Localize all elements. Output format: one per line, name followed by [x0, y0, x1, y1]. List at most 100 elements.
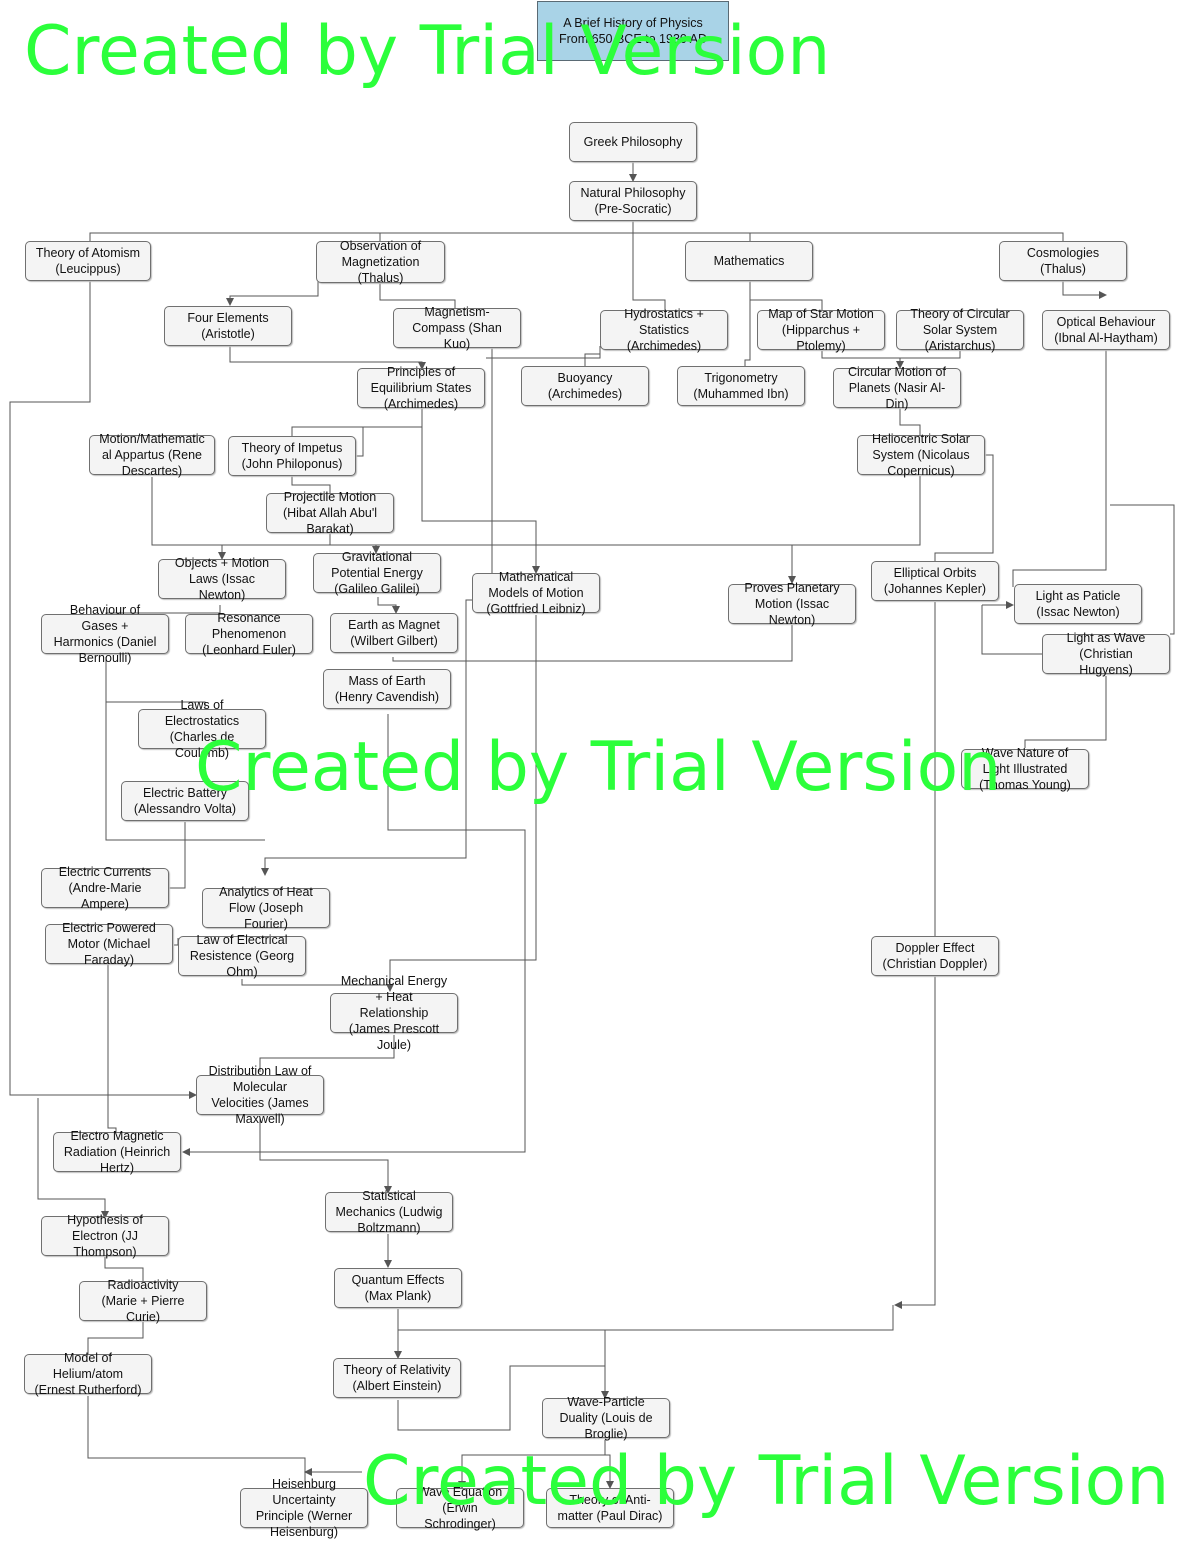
node-elliptical-orbits[interactable]: Elliptical Orbits (Johannes Kepler): [871, 561, 999, 601]
node-natural-philosophy[interactable]: Natural Philosophy (Pre-Socratic): [569, 181, 697, 221]
node-mathematics[interactable]: Mathematics: [685, 241, 813, 281]
node-hydrostatics[interactable]: Hydrostatics + Statistics (Archimedes): [600, 307, 728, 353]
node-label: Distribution Law of Molecular Velocities…: [208, 1064, 312, 1126]
node-electric-powered-motor[interactable]: Electric Powered Motor (Michael Faraday): [45, 921, 173, 967]
node-theory-of-antimatter[interactable]: Theory of Anti- matter (Paul Dirac): [546, 1488, 674, 1528]
node-heliocentric-solar-system[interactable]: Heliocentric Solar System (Nicolaus Cope…: [857, 432, 985, 478]
node-label: Principles of Equilibrium States (Archim…: [370, 365, 472, 411]
node-label: Mechanical Energy + Heat Relationship (J…: [340, 974, 448, 1052]
node-label: Optical Behaviour (Ibnal Al-Haytham): [1054, 315, 1158, 345]
node-greek-philosophy[interactable]: Greek Philosophy: [569, 122, 697, 162]
node-label: Theory of Atomism (Leucippus): [35, 246, 141, 276]
node-mathematical-models-of-motion[interactable]: Mathematical Models of Motion (Gottfried…: [472, 570, 600, 616]
node-hypothesis-of-electron[interactable]: Hypothesis of Electron (JJ Thompson): [41, 1213, 169, 1259]
node-label: Theory of Impetus (John Philoponus): [241, 441, 343, 471]
node-wave-particle-duality[interactable]: Wave-Particle Duality (Louis de Broglie): [542, 1395, 670, 1441]
node-label: Quantum Effects (Max Plank): [351, 1273, 445, 1303]
node-law-of-electrical-resistence[interactable]: Law of Electrical Resistence (Georg Ohm): [178, 933, 306, 979]
node-label: Objects + Motion Laws (Issac Newton): [174, 556, 270, 602]
node-wave-equation[interactable]: Wave Equation (Erwin Schrodinger): [396, 1485, 524, 1531]
node-label: Gravitational Potential Energy (Galileo …: [331, 550, 423, 596]
node-descartes[interactable]: Motion/Mathematic al Appartus (Rene Desc…: [89, 432, 215, 478]
node-resonance-phenomenon[interactable]: Resonance Phenomenon (Leonhard Euler): [185, 611, 313, 657]
node-laws-of-electrostatics[interactable]: Laws of Electrostatics (Charles de Coulo…: [138, 698, 266, 760]
node-label: Hypothesis of Electron (JJ Thompson): [67, 1213, 143, 1259]
node-mechanical-energy-heat[interactable]: Mechanical Energy + Heat Relationship (J…: [330, 974, 458, 1052]
node-observation-of-magnetization[interactable]: Observation of Magnetization (Thalus): [316, 239, 445, 285]
node-buoyancy[interactable]: Buoyancy (Archimedes): [521, 366, 649, 406]
node-magnetism-compass[interactable]: Magnetism- Compass (Shan Kuo): [393, 305, 521, 351]
node-wave-nature-of-light[interactable]: Wave Nature of Light Illustrated (Thomas…: [961, 746, 1089, 792]
node-behaviour-of-gases[interactable]: Behaviour of Gases + Harmonics (Daniel B…: [41, 603, 169, 665]
node-label: Heliocentric Solar System (Nicolaus Cope…: [872, 432, 970, 478]
node-doppler-effect[interactable]: Doppler Effect (Christian Doppler): [871, 936, 999, 976]
node-model-of-helium-atom[interactable]: Model of Helium/atom (Ernest Rutherford): [24, 1351, 152, 1397]
node-label: Greek Philosophy: [583, 135, 683, 149]
node-light-as-wave[interactable]: Light as Wave (Christian Hugyens): [1042, 631, 1170, 677]
node-theory-of-relativity[interactable]: Theory of Relativity (Albert Einstein): [333, 1358, 461, 1398]
node-label: Electric Battery (Alessandro Volta): [133, 786, 237, 816]
node-label: Mathematical Models of Motion (Gottfried…: [486, 570, 586, 616]
node-proves-planetary-motion[interactable]: Proves Planetary Motion (Issac Newton): [728, 581, 856, 627]
node-theory-of-impetus[interactable]: Theory of Impetus (John Philoponus): [228, 436, 356, 476]
node-label: Elliptical Orbits (Johannes Kepler): [883, 566, 987, 596]
node-label: Map of Star Motion (Hipparchus + Ptolemy…: [768, 307, 874, 353]
node-equilibrium-states[interactable]: Principles of Equilibrium States (Archim…: [357, 365, 485, 411]
node-label: Heisenburg Uncertainty Principle (Werner…: [255, 1477, 353, 1539]
node-label: Theory of Anti- matter (Paul Dirac): [557, 1493, 663, 1523]
node-label: Earth as Magnet (Wilbert Gilbert): [348, 618, 440, 648]
node-label: Natural Philosophy (Pre-Socratic): [580, 186, 686, 216]
node-label: Cosmologies (Thalus): [1026, 246, 1100, 276]
node-gravitational-potential-energy[interactable]: Gravitational Potential Energy (Galileo …: [313, 550, 441, 596]
node-newton-motion-laws[interactable]: Objects + Motion Laws (Issac Newton): [158, 556, 286, 602]
node-label: Wave Nature of Light Illustrated (Thomas…: [979, 746, 1071, 792]
node-label: Mass of Earth (Henry Cavendish): [334, 674, 440, 704]
node-label: Electro Magnetic Radiation (Heinrich Her…: [63, 1129, 171, 1175]
node-label: Electric Powered Motor (Michael Faraday): [62, 921, 156, 967]
node-label: Doppler Effect (Christian Doppler): [882, 941, 988, 971]
node-label: Statistical Mechanics (Ludwig Boltzmann): [335, 1189, 443, 1235]
node-circular-motion-of-planets[interactable]: Circular Motion of Planets (Nasir Al- Di…: [833, 365, 961, 411]
node-label: Proves Planetary Motion (Issac Newton): [744, 581, 840, 627]
node-label: Wave-Particle Duality (Louis de Broglie): [559, 1395, 653, 1441]
node-earth-as-magnet[interactable]: Earth as Magnet (Wilbert Gilbert): [330, 613, 458, 653]
node-cosmologies[interactable]: Cosmologies (Thalus): [999, 241, 1127, 281]
node-optical-behaviour[interactable]: Optical Behaviour (Ibnal Al-Haytham): [1042, 310, 1170, 350]
node-mass-of-earth[interactable]: Mass of Earth (Henry Cavendish): [323, 669, 451, 709]
node-label: Analytics of Heat Flow (Joseph Fourier): [219, 885, 313, 931]
node-light-as-particle[interactable]: Light as Paticle (Issac Newton): [1014, 584, 1142, 624]
node-label: Light as Wave (Christian Hugyens): [1066, 631, 1146, 677]
node-distribution-law[interactable]: Distribution Law of Molecular Velocities…: [196, 1064, 324, 1126]
node-trigonometry[interactable]: Trigonometry (Muhammed Ibn): [677, 366, 805, 406]
node-electromagnetic-radiation[interactable]: Electro Magnetic Radiation (Heinrich Her…: [53, 1129, 181, 1175]
node-label: Mathematics: [713, 254, 785, 268]
node-label: Buoyancy (Archimedes): [547, 371, 623, 401]
node-label: Theory of Circular Solar System (Aristar…: [910, 307, 1010, 353]
node-electric-battery[interactable]: Electric Battery (Alessandro Volta): [121, 781, 249, 821]
node-projectile-motion[interactable]: Projectile Motion (Hibat Allah Abu'l Bar…: [266, 490, 394, 536]
node-label: Electric Currents (Andre-Marie Ampere): [58, 865, 152, 911]
node-four-elements[interactable]: Four Elements (Aristotle): [164, 306, 292, 346]
node-electric-currents[interactable]: Electric Currents (Andre-Marie Ampere): [41, 865, 169, 911]
node-label: Radioactivity (Marie + Pierre Curie): [101, 1278, 185, 1324]
node-label: Magnetism- Compass (Shan Kuo): [412, 305, 502, 351]
node-label: Hydrostatics + Statistics (Archimedes): [624, 307, 704, 353]
diagram-title: A Brief History of Physics From 650 BCE …: [537, 1, 729, 61]
node-quantum-effects[interactable]: Quantum Effects (Max Plank): [334, 1268, 462, 1308]
node-map-of-star-motion[interactable]: Map of Star Motion (Hipparchus + Ptolemy…: [757, 307, 885, 353]
node-label: Resonance Phenomenon (Leonhard Euler): [202, 611, 296, 657]
node-label: Observation of Magnetization (Thalus): [339, 239, 422, 285]
node-label: Circular Motion of Planets (Nasir Al- Di…: [848, 365, 946, 411]
node-statistical-mechanics[interactable]: Statistical Mechanics (Ludwig Boltzmann): [325, 1189, 453, 1235]
node-circular-solar-system[interactable]: Theory of Circular Solar System (Aristar…: [896, 307, 1024, 353]
node-analytics-of-heat-flow[interactable]: Analytics of Heat Flow (Joseph Fourier): [202, 885, 330, 931]
node-label: Four Elements (Aristotle): [187, 311, 269, 341]
node-label: Trigonometry (Muhammed Ibn): [693, 371, 789, 401]
node-label: Behaviour of Gases + Harmonics (Daniel B…: [53, 603, 157, 665]
node-radioactivity[interactable]: Radioactivity (Marie + Pierre Curie): [79, 1278, 207, 1324]
node-label: Wave Equation (Erwin Schrodinger): [417, 1485, 503, 1531]
node-label: Light as Paticle (Issac Newton): [1035, 589, 1121, 619]
node-uncertainty-principle[interactable]: Heisenburg Uncertainty Principle (Werner…: [240, 1477, 368, 1539]
node-theory-of-atomism[interactable]: Theory of Atomism (Leucippus): [25, 241, 151, 281]
